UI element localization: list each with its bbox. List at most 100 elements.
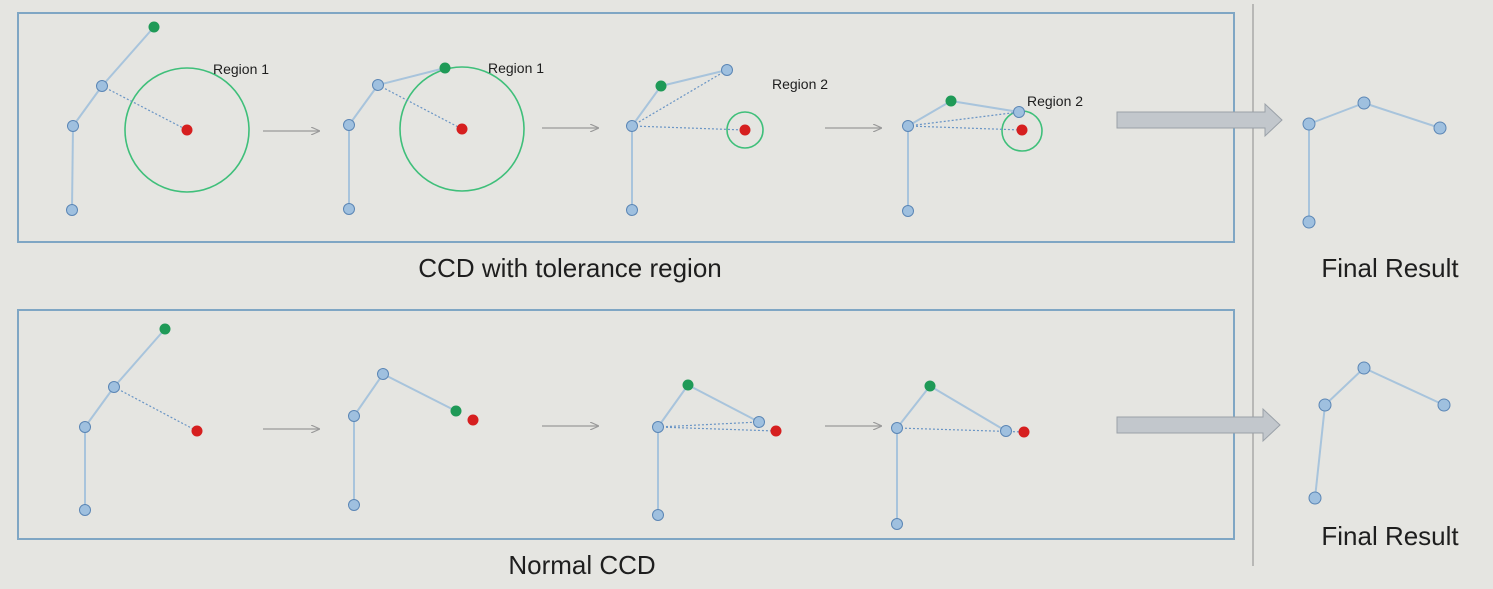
caption-ccd-tolerance: CCD with tolerance region xyxy=(418,253,721,283)
joint xyxy=(96,80,108,92)
reach-line xyxy=(907,125,1023,131)
target-point xyxy=(739,124,751,136)
bone xyxy=(660,69,728,87)
joint xyxy=(1437,398,1451,412)
bone xyxy=(72,85,103,127)
bone xyxy=(687,384,760,423)
bone xyxy=(1314,404,1326,499)
base-joint xyxy=(66,204,78,216)
joint xyxy=(652,421,664,433)
joint xyxy=(891,422,903,434)
bone xyxy=(353,373,384,417)
bone xyxy=(657,384,689,428)
end-effector xyxy=(945,95,957,107)
joint xyxy=(79,421,91,433)
reach-line xyxy=(101,85,188,131)
joint xyxy=(626,120,638,132)
end-effector xyxy=(682,379,694,391)
bone xyxy=(113,328,166,388)
bone xyxy=(631,85,662,127)
tolerance-circle xyxy=(726,111,764,149)
bone xyxy=(101,26,155,87)
joint xyxy=(721,64,733,76)
normal-step-4 xyxy=(891,380,1030,530)
base-joint xyxy=(626,204,638,216)
bone xyxy=(907,100,952,127)
base-joint xyxy=(1308,491,1322,505)
bone xyxy=(382,373,457,412)
normal-step-3 xyxy=(652,379,782,521)
end-effector xyxy=(148,21,160,33)
target-point xyxy=(456,123,468,135)
reach-line xyxy=(113,386,198,432)
joint xyxy=(343,119,355,131)
bone xyxy=(1308,102,1365,125)
joint xyxy=(1357,96,1371,110)
bone xyxy=(896,385,931,429)
base-joint xyxy=(1302,215,1316,229)
end-effector xyxy=(450,405,462,417)
result-arrow xyxy=(1116,102,1283,138)
tolerance-step-4: Region 2 xyxy=(902,93,1083,217)
joint xyxy=(1000,425,1012,437)
joint xyxy=(377,368,389,380)
tolerance-step-1: Region 1 xyxy=(66,21,269,216)
base-joint xyxy=(348,499,360,511)
end-effector xyxy=(655,80,667,92)
base-joint xyxy=(902,205,914,217)
base-joint xyxy=(891,518,903,530)
reach-line xyxy=(631,69,728,127)
caption-final-result-bottom: Final Result xyxy=(1321,521,1459,551)
bone xyxy=(1324,367,1365,406)
tolerance-circle xyxy=(124,67,250,193)
bone xyxy=(348,84,379,126)
joint xyxy=(372,79,384,91)
joint xyxy=(1357,361,1371,375)
reach-line xyxy=(631,125,746,131)
base-joint xyxy=(652,509,664,521)
target-point xyxy=(467,414,479,426)
bone xyxy=(1363,102,1441,129)
caption-normal-ccd: Normal CCD xyxy=(508,550,655,580)
joint xyxy=(108,381,120,393)
region-label: Region 1 xyxy=(488,60,544,76)
end-effector xyxy=(924,380,936,392)
normal-final-result xyxy=(1308,361,1451,505)
joint xyxy=(1318,398,1332,412)
tolerance-step-3: Region 2 xyxy=(626,64,828,216)
bone xyxy=(71,125,74,211)
tolerance-step-2: Region 1 xyxy=(343,60,544,215)
target-point xyxy=(191,425,203,437)
joint xyxy=(348,410,360,422)
joint xyxy=(1013,106,1025,118)
base-joint xyxy=(343,203,355,215)
tolerance-circle xyxy=(399,66,525,192)
joint xyxy=(902,120,914,132)
normal-step-2 xyxy=(348,368,479,511)
tolerance-panel-frame xyxy=(17,12,1235,243)
joint xyxy=(1302,117,1316,131)
base-joint xyxy=(79,504,91,516)
bone xyxy=(84,386,115,428)
target-point xyxy=(181,124,193,136)
joint xyxy=(753,416,765,428)
region-label: Region 2 xyxy=(1027,93,1083,109)
bone xyxy=(929,385,1007,432)
caption-final-result-top: Final Result xyxy=(1321,253,1459,283)
joint xyxy=(1433,121,1447,135)
target-point xyxy=(1018,426,1030,438)
joint xyxy=(67,120,79,132)
bone xyxy=(950,100,1020,113)
end-effector xyxy=(439,62,451,74)
bone xyxy=(1363,367,1445,406)
target-point xyxy=(770,425,782,437)
region-label: Region 2 xyxy=(772,76,828,92)
region-label: Region 1 xyxy=(213,61,269,77)
reach-line xyxy=(657,421,760,428)
reach-line xyxy=(907,111,1020,127)
tolerance-final-result xyxy=(1302,96,1447,229)
reach-line xyxy=(377,84,463,130)
end-effector xyxy=(159,323,171,335)
